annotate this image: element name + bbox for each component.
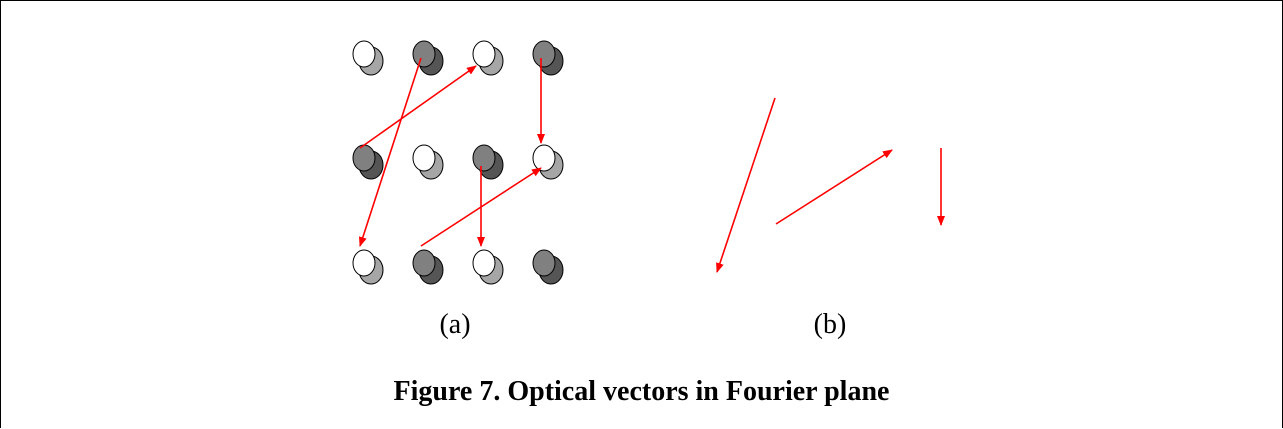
spot-dark (352, 144, 384, 180)
panel-a-label: (a) (439, 309, 471, 340)
spot-dark (532, 40, 564, 76)
vector-a-2 (358, 57, 422, 247)
spot-white (472, 249, 504, 285)
spot-white (352, 249, 384, 285)
figure-caption: Figure 7. Optical vectors in Fourier pla… (393, 376, 890, 407)
spot-dark (412, 249, 444, 285)
spot-dark (472, 144, 504, 180)
spot-dark (412, 40, 444, 76)
spot-white (532, 144, 564, 180)
spot-grid (352, 40, 564, 285)
spot-white (412, 144, 444, 180)
vector-a-5 (420, 167, 542, 247)
spot-white (472, 40, 504, 76)
spot-white (352, 40, 384, 76)
panel-a-vectors (358, 57, 545, 247)
vector-a-1 (359, 65, 477, 149)
vector-b-diagonal (775, 149, 893, 225)
vector-b-long (716, 97, 776, 273)
panel-b-label: (b) (813, 309, 847, 340)
panel-b-vectors (716, 97, 945, 273)
spot-dark (532, 249, 564, 285)
